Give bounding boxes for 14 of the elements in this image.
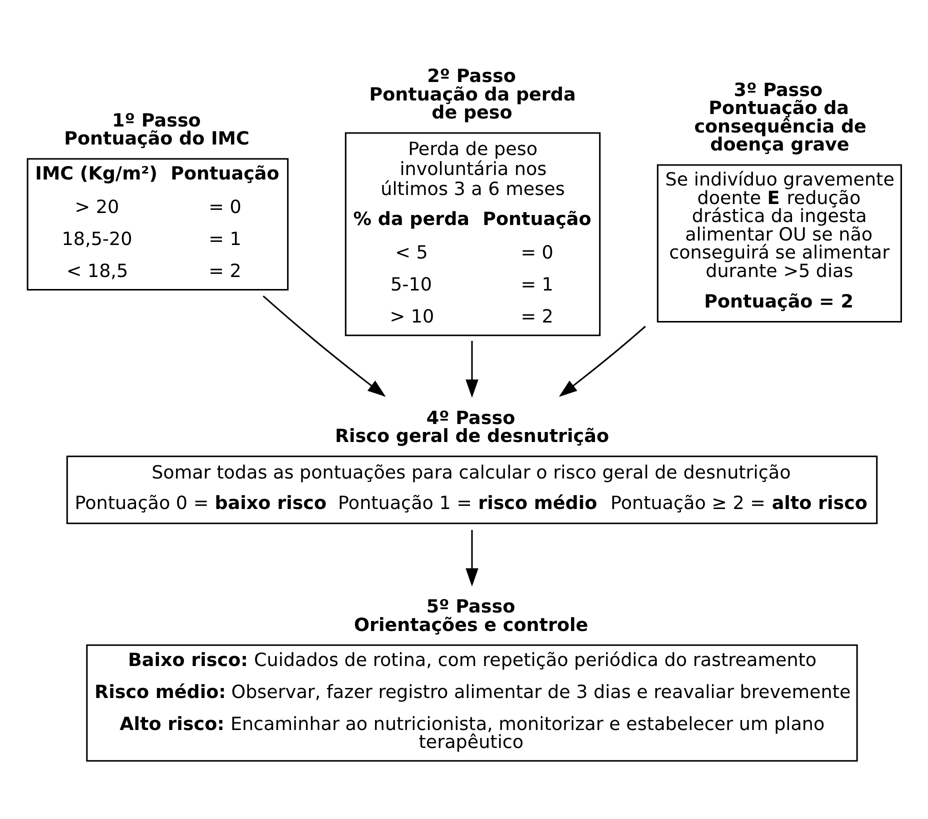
node-box: Perda de peso involuntária nos últimos 3 a 6 meses % da perda Pontuação < 5 = 0 5-10 = 1 > 10 = 2 [344,132,601,336]
node-box: Baixo risco: Cuidados de rotina, com repetição periódica do rastreamento Risco médio: Observar, fazer registro alimentar de 3 dias e reavaliar brevemente Alto risco: Encaminhar ao nutricionista, monitorizar e estabelecer um plano terapêutico [86,644,858,762]
node-label: 2º Passo Pontuação da perda de peso [369,66,576,124]
node-box: Se indivíduo gravemente doente E redução drástica da ingesta alimentar OU se não conseguirá se alimentar durante >5 dias Pontuação = 2 [656,164,902,322]
arrow [558,325,646,396]
arrow [466,340,478,398]
node-label: 1º Passo Pontuação do IMC [64,110,250,150]
arrow [262,294,386,396]
node-box: Somar todas as pontuações para calcular o risco geral de desnutrição Pontuação 0 = baixo risco Pontuação 1 = risco médio Pontuação ≥ 2 = alto risco [66,455,878,524]
node-label: 3º Passo Pontuação da consequência de doença grave [694,79,866,156]
node-box: IMC (Kg/m²) Pontuação > 20 = 0 18,5-20 = 1 < 18,5 = 2 [26,158,289,290]
arrow [466,529,478,586]
node-label: 4º Passo Risco geral de desnutrição [335,407,609,447]
node-label: 5º Passo Orientações e controle [354,596,588,636]
